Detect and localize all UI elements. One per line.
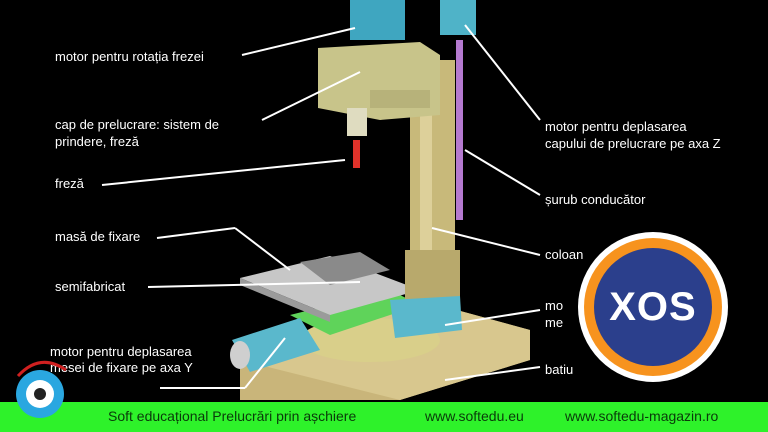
label-x-motor-1: mo: [545, 298, 564, 313]
spindle-motor: [350, 0, 405, 40]
label-x-motor-2: me: [545, 315, 564, 330]
head-arm: [370, 90, 430, 108]
label-z-motor-2: capului de prelucrare pe axa Z: [545, 136, 721, 151]
leadscrew: [456, 40, 463, 220]
workpiece: [300, 252, 390, 285]
label-y-motor-1: motor pentru deplasarea: [50, 344, 192, 359]
table: [240, 256, 420, 315]
label-y-motor-2: mesei de fixare pe axa Y: [50, 360, 193, 375]
label-column: coloan: [545, 247, 584, 262]
footer-link-softedu[interactable]: www.softedu.eu: [425, 408, 524, 424]
spindle-chuck: [347, 108, 367, 136]
label-base: batiu: [545, 362, 574, 377]
label-workpiece: semifabricat: [55, 279, 126, 294]
z-motor: [440, 0, 476, 35]
footer-link-magazin[interactable]: www.softedu-magazin.ro: [565, 408, 719, 424]
cutter: [353, 140, 360, 168]
eye-icon: [16, 360, 67, 418]
label-head-1: cap de prelucrare: sistem de: [55, 117, 220, 132]
carriage: [290, 290, 420, 335]
table-side: [240, 278, 330, 322]
logo-text: XOS: [594, 248, 712, 366]
label-cutter: freză: [55, 176, 84, 191]
footer-bar: Soft educațional Prelucrări prin așchier…: [0, 402, 768, 432]
label-table: masă de fixare: [55, 229, 141, 244]
xos-logo: XOS: [578, 232, 728, 382]
label-leadscrew: șurub conducător: [545, 192, 646, 207]
y-motor: [232, 318, 320, 372]
x-motor: [390, 296, 462, 338]
label-z-motor-1: motor pentru deplasarea: [545, 119, 687, 134]
machining-head: [318, 42, 440, 120]
pointer-lines: [101, 24, 541, 389]
label-spindle-motor: motor pentru rotația frezei: [55, 49, 204, 64]
footer-title: Soft educațional Prelucrări prin așchier…: [108, 408, 357, 424]
label-head-2: prindere, freză: [55, 134, 139, 149]
y-motor-cap: [230, 341, 250, 369]
